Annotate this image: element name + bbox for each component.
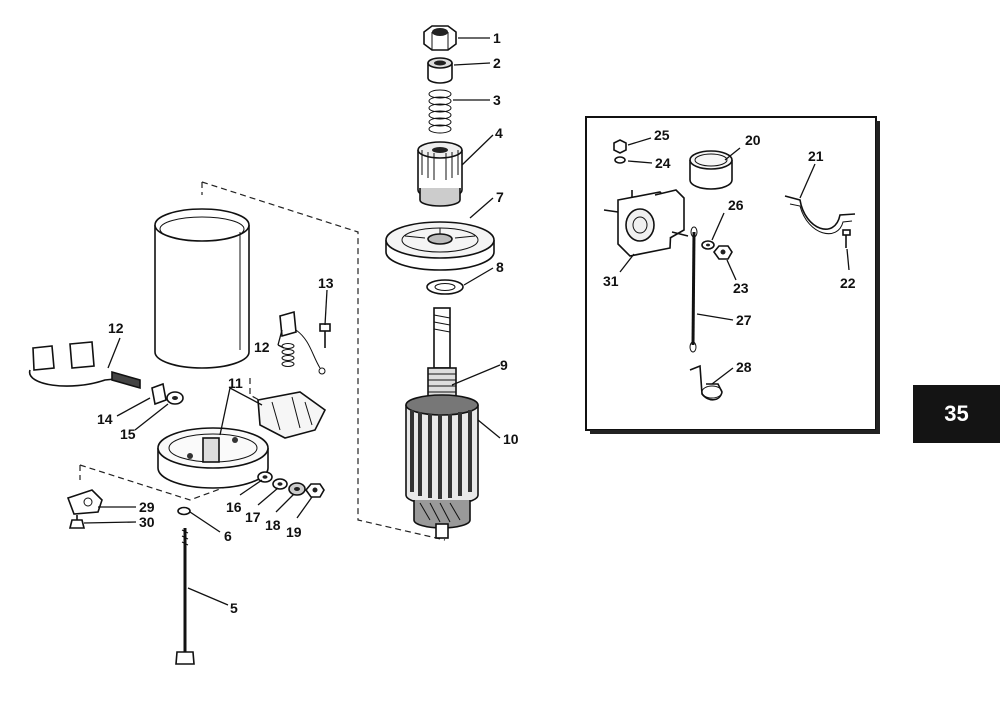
callout-18: 18 (265, 517, 281, 533)
part-spacer (427, 57, 453, 84)
part-washer-16 (257, 471, 273, 483)
solenoid-inset (585, 116, 880, 434)
part-mount-bracket-21 (784, 195, 856, 235)
callout-24: 24 (655, 155, 671, 171)
callout-14: 14 (97, 411, 113, 427)
part-lockwasher-24 (614, 156, 626, 164)
callout-31: 31 (603, 273, 619, 289)
part-screw-30 (68, 515, 86, 529)
callout-2: 2 (493, 55, 501, 71)
callout-23: 23 (733, 280, 749, 296)
callout-29: 29 (139, 499, 155, 515)
part-brush-set-left (29, 341, 141, 390)
callout-10: 10 (503, 431, 519, 447)
part-brush-plate (257, 391, 327, 439)
part-washer-6 (177, 506, 191, 516)
part-drive-pinion (417, 141, 463, 207)
part-brush-springs (279, 310, 326, 375)
leader-lines (83, 37, 850, 606)
callout-1: 1 (493, 30, 501, 46)
part-spring (428, 89, 452, 134)
callout-12-right: 12 (254, 339, 270, 355)
part-nut-top (423, 25, 457, 51)
callout-12-left: 12 (108, 320, 124, 336)
callout-21: 21 (808, 148, 824, 164)
part-washer-26 (701, 240, 715, 250)
callout-6: 6 (224, 528, 232, 544)
callout-labels: 1 2 3 4 5 6 7 8 9 10 11 12 12 13 14 15 1… (97, 30, 856, 616)
callout-22: 22 (840, 275, 856, 291)
page-number: 35 (944, 401, 969, 426)
part-washer-15 (166, 391, 184, 405)
part-lockwasher-18 (288, 482, 306, 496)
callout-26: 26 (728, 197, 744, 213)
callout-8: 8 (496, 259, 504, 275)
part-screw-22 (842, 229, 851, 248)
callout-13: 13 (318, 275, 334, 291)
callout-4: 4 (495, 125, 503, 141)
callout-15: 15 (120, 426, 136, 442)
part-end-bracket (157, 427, 269, 489)
callout-28: 28 (736, 359, 752, 375)
part-thrust-washer (426, 279, 464, 295)
part-cable-27 (689, 226, 698, 353)
part-boot-20 (689, 150, 733, 190)
part-through-bolt-5 (175, 528, 195, 665)
callout-3: 3 (493, 92, 501, 108)
callout-17: 17 (245, 509, 261, 525)
callout-25: 25 (654, 127, 670, 143)
callout-20: 20 (745, 132, 761, 148)
part-screw-13 (319, 323, 331, 348)
callout-27: 27 (736, 312, 752, 328)
part-solenoid-31 (603, 189, 689, 257)
part-clip-14 (151, 382, 167, 406)
part-end-cap (385, 221, 495, 271)
part-nut-19 (304, 483, 325, 498)
callout-7: 7 (496, 189, 504, 205)
part-bracket-29 (66, 489, 103, 515)
part-armature (405, 307, 479, 539)
callout-19: 19 (286, 524, 302, 540)
callout-11: 11 (228, 375, 243, 391)
callout-5: 5 (230, 600, 238, 616)
part-terminal-boot-28 (689, 364, 723, 401)
callout-16: 16 (226, 499, 242, 515)
part-washer-17 (272, 478, 288, 490)
page-number-tab: 35 (913, 385, 1000, 443)
part-nut-23 (712, 245, 733, 260)
callout-9: 9 (500, 357, 508, 373)
part-field-frame (154, 208, 250, 369)
callout-30: 30 (139, 514, 155, 530)
part-nut-25 (613, 139, 627, 154)
